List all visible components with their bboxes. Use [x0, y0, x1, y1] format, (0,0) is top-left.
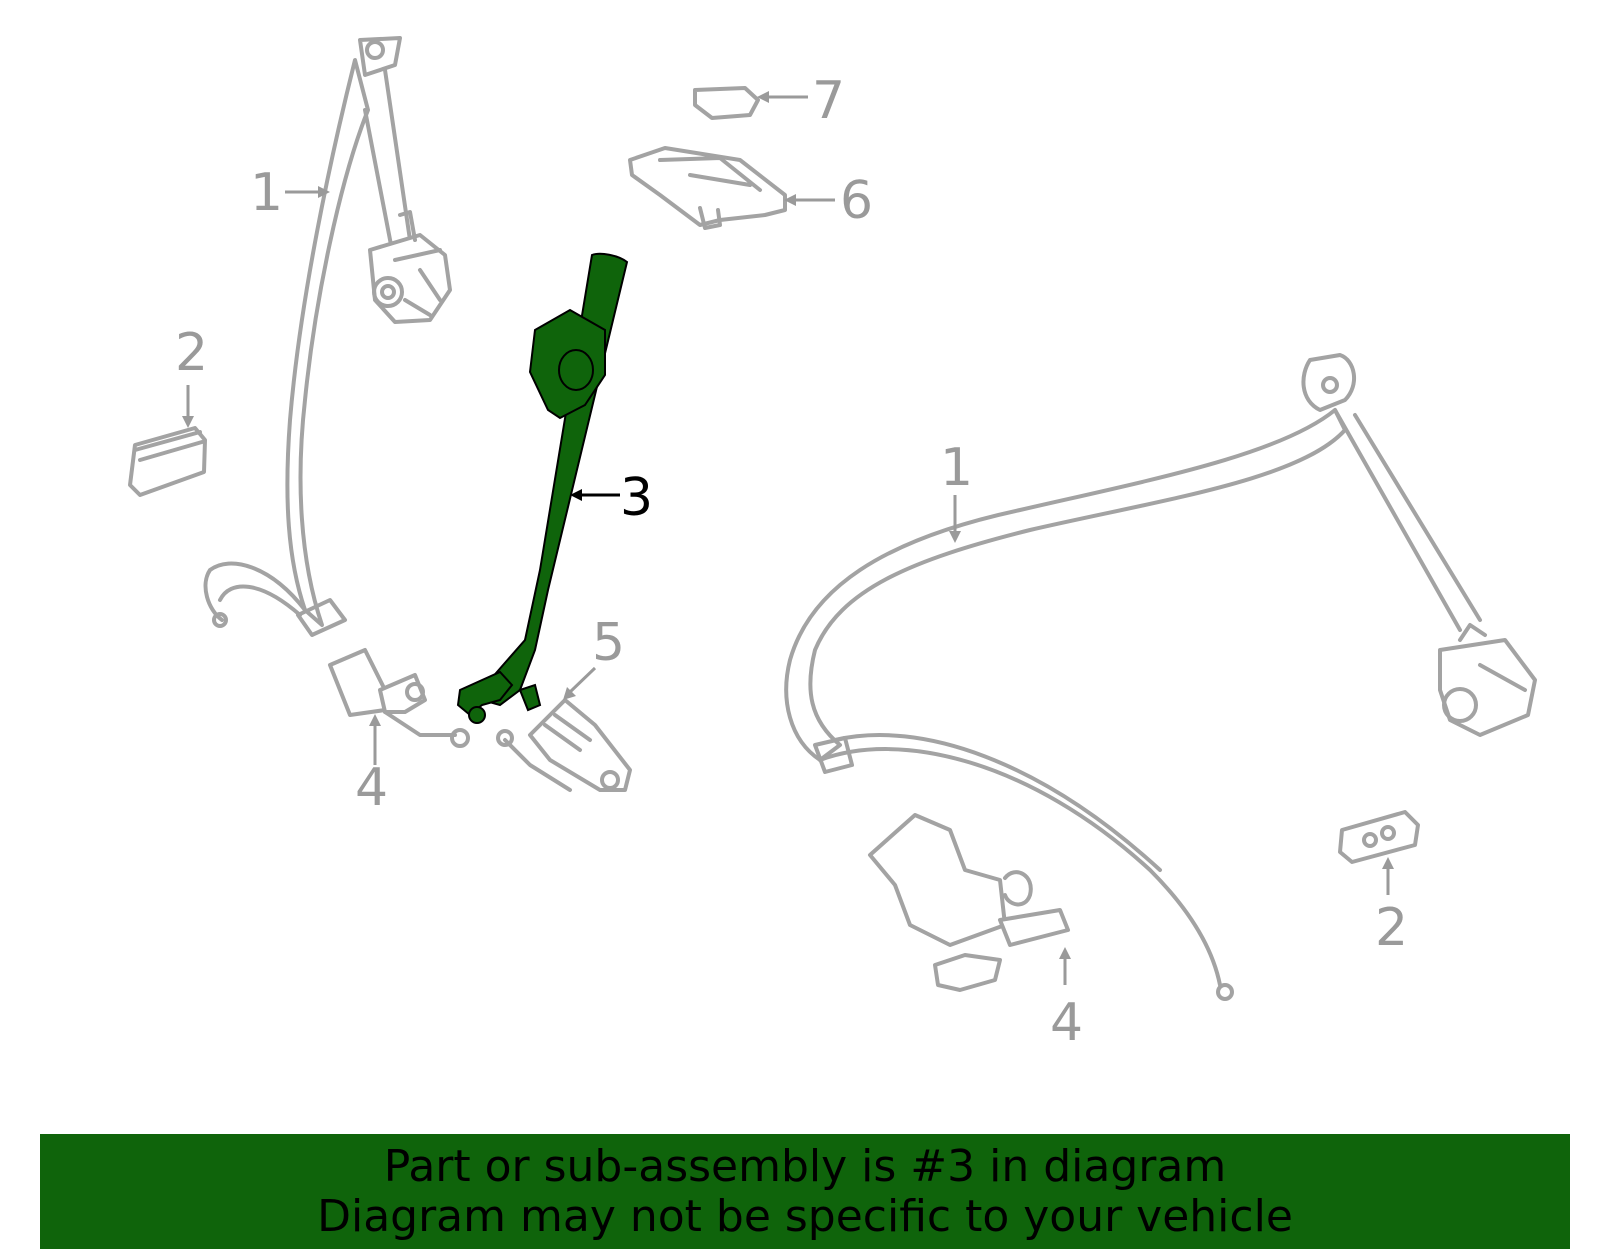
banner-line-1: Part or sub-assembly is #3 in diagram [383, 1141, 1227, 1192]
callout-right-belt: 1 [940, 438, 973, 498]
right-seat-belt [784, 353, 1482, 1001]
right-retractor [1438, 623, 1537, 737]
right-buckle [868, 813, 1070, 992]
left-seat-belt [203, 36, 412, 637]
left-buckle [328, 648, 470, 748]
switch-6 [628, 146, 787, 230]
banner-line-2: Diagram may not be specific to your vehi… [317, 1191, 1293, 1242]
callout-cap-7: 7 [812, 71, 845, 131]
callout-right-cover: 2 [1375, 898, 1408, 958]
right-cover [1338, 810, 1420, 864]
left-retractor [368, 210, 452, 324]
callout-left-belt: 1 [250, 163, 283, 223]
buckle-5 [496, 698, 632, 792]
callout-left-buckle: 4 [355, 758, 388, 818]
retractor-spool [558, 349, 594, 391]
callout-highlighted-part: 3 [620, 468, 653, 528]
callout-switch-6: 6 [840, 171, 873, 231]
callout-buckle-5: 5 [592, 613, 625, 673]
callout-arrows [182, 91, 1394, 985]
highlighted-part-3 [456, 252, 629, 724]
info-banner: Part or sub-assembly is #3 in diagram Di… [40, 1134, 1570, 1249]
cap-7 [693, 86, 760, 120]
callout-left-cover: 2 [175, 323, 208, 383]
left-cover [128, 426, 207, 497]
callout-right-buckle: 4 [1050, 993, 1083, 1053]
